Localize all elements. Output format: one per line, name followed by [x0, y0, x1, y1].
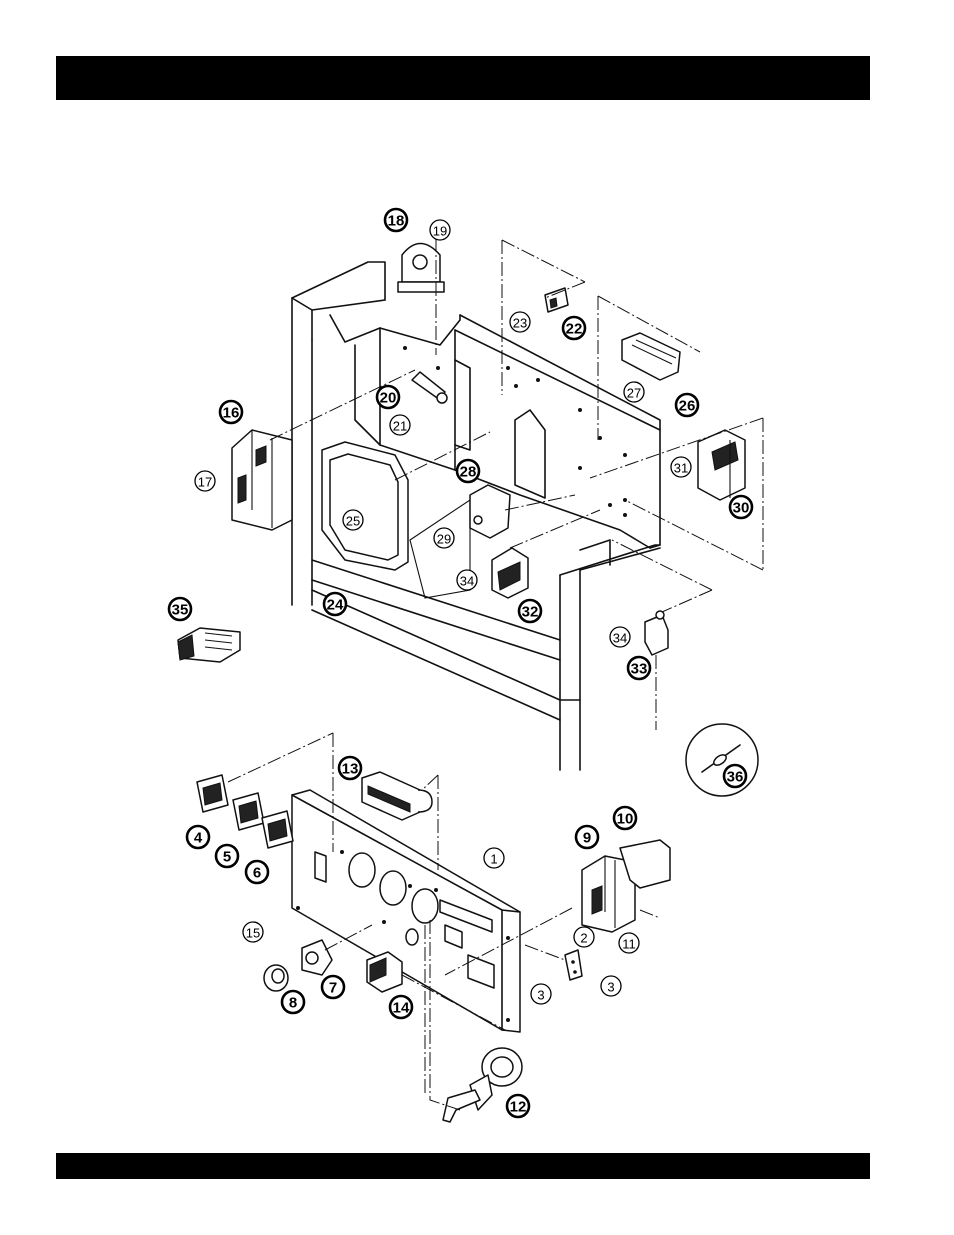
mounting-bracket	[412, 372, 447, 403]
detail-view	[686, 724, 758, 796]
callout-number: 10	[617, 811, 634, 828]
callout-8: 8	[282, 991, 304, 1013]
contactor	[590, 418, 763, 570]
callout-number: 7	[329, 980, 337, 997]
callout-number: 1	[490, 852, 497, 867]
hinge	[525, 945, 582, 980]
callout-number: 3	[537, 988, 544, 1003]
callout-number: 26	[679, 398, 696, 415]
callout-28: 28	[457, 460, 479, 482]
callout-number: 21	[393, 419, 407, 434]
callout-number: 8	[289, 995, 297, 1012]
callout-2: 2	[574, 927, 594, 947]
callout-21: 21	[390, 415, 410, 435]
callout-7: 7	[322, 976, 344, 998]
callout-34: 34	[610, 627, 630, 647]
callout-number: 22	[566, 321, 583, 338]
callout-number: 11	[622, 937, 636, 952]
callout-24: 24	[324, 593, 346, 615]
callout-number: 2	[580, 931, 587, 946]
terminal-strip	[598, 296, 700, 440]
callout-number: 9	[583, 830, 591, 847]
callout-20: 20	[377, 386, 399, 408]
callout-number: 15	[246, 926, 260, 941]
relay-block	[470, 485, 575, 538]
callout-31: 31	[671, 457, 691, 477]
fuse-holder	[178, 628, 240, 662]
callout-18: 18	[385, 209, 407, 231]
callout-3: 3	[531, 984, 551, 1004]
callout-number: 16	[223, 405, 240, 422]
callout-6: 6	[246, 861, 268, 883]
callout-25: 25	[343, 510, 363, 530]
callout-12: 12	[507, 1095, 529, 1117]
callout-number: 6	[253, 865, 261, 882]
callout-number: 24	[327, 597, 344, 614]
callout-number: 30	[733, 500, 750, 517]
callout-11: 11	[619, 933, 639, 953]
callout-number: 31	[674, 461, 688, 476]
callout-number: 32	[522, 604, 539, 621]
callout-33: 33	[628, 657, 650, 679]
callout-3: 3	[601, 976, 621, 996]
callout-27: 27	[624, 382, 644, 402]
callout-14: 14	[390, 996, 412, 1018]
callout-1: 1	[484, 848, 504, 868]
callout-number: 14	[393, 1000, 410, 1017]
callout-number: 34	[460, 574, 474, 589]
callout-number: 35	[172, 602, 189, 619]
callout-15: 15	[243, 922, 263, 942]
callout-number: 5	[223, 849, 231, 866]
callout-number: 12	[510, 1099, 527, 1116]
switch-knob	[264, 965, 288, 991]
callout-number: 29	[437, 532, 451, 547]
callout-number: 28	[460, 464, 477, 481]
callout-number: 33	[631, 661, 648, 678]
callout-number: 23	[513, 316, 527, 331]
callout-number: 4	[194, 830, 203, 847]
callout-number: 34	[613, 631, 627, 646]
callout-number: 25	[346, 514, 360, 529]
callout-number: 19	[433, 224, 447, 239]
callout-13: 13	[339, 757, 361, 779]
callout-34: 34	[457, 570, 477, 590]
callout-26: 26	[676, 394, 698, 416]
callout-10: 10	[614, 807, 636, 829]
callout-16: 16	[220, 401, 242, 423]
callout-29: 29	[434, 528, 454, 548]
callout-5: 5	[216, 845, 238, 867]
callout-19: 19	[430, 220, 450, 240]
callout-32: 32	[519, 600, 541, 622]
callout-number: 27	[627, 386, 641, 401]
callout-number: 13	[342, 761, 359, 778]
callout-4: 4	[187, 826, 209, 848]
callout-22: 22	[563, 317, 585, 339]
callout-number: 20	[380, 390, 397, 407]
callout-23: 23	[510, 312, 530, 332]
callout-17: 17	[195, 471, 215, 491]
current-transformer	[398, 238, 444, 355]
callout-36: 36	[724, 765, 746, 787]
callout-number: 3	[607, 980, 614, 995]
callout-9: 9	[576, 826, 598, 848]
callout-number: 18	[388, 213, 405, 230]
callout-35: 35	[169, 598, 191, 620]
callout-number: 36	[727, 769, 744, 786]
callout-30: 30	[730, 496, 752, 518]
callout-number: 17	[198, 475, 212, 490]
